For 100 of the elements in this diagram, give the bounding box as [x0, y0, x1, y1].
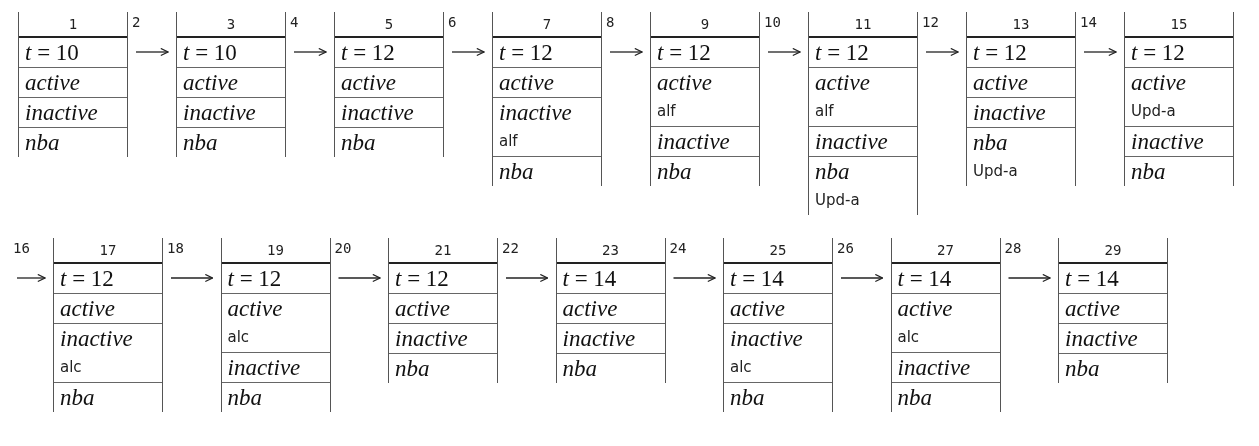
queue-name: active — [815, 69, 871, 97]
edge-label: 22 — [502, 240, 519, 256]
step-number: 21 — [433, 241, 453, 260]
queue-name: inactive — [730, 325, 804, 353]
arrow — [609, 47, 643, 57]
step-number: 13 — [1011, 15, 1031, 34]
arrow — [767, 47, 801, 57]
arrow — [451, 47, 485, 57]
queue-name: nba — [815, 158, 851, 186]
queue-name: active — [1131, 69, 1187, 97]
event-name: alc — [60, 357, 83, 378]
arrow — [672, 273, 716, 283]
queue-name: active — [60, 295, 116, 323]
step-number: 9 — [699, 15, 711, 34]
arrow — [840, 273, 884, 283]
state-column — [220, 238, 331, 412]
queue-name: active — [341, 69, 397, 97]
queue-name: active — [183, 69, 239, 97]
queue-name: active — [897, 295, 954, 323]
queue-name: inactive — [395, 325, 469, 353]
arrow — [337, 273, 381, 283]
edge-label: 10 — [764, 14, 781, 30]
edge-label: 12 — [922, 14, 939, 30]
state-column — [388, 238, 498, 383]
time-value: t = 14 — [1065, 265, 1120, 293]
event-name: alc — [730, 357, 753, 378]
queue-name: active — [25, 69, 81, 97]
queue-name: active — [1065, 295, 1121, 323]
step-number: 17 — [98, 241, 118, 260]
state-column — [53, 238, 163, 412]
state-column — [650, 12, 760, 186]
state-column — [1124, 12, 1234, 186]
event-name: alf — [815, 101, 835, 122]
event-name: alc — [897, 327, 921, 348]
time-value: t = 12 — [395, 265, 450, 293]
queue-name: inactive — [562, 325, 637, 353]
queue-name: nba — [227, 384, 263, 412]
state-column — [555, 238, 666, 383]
arrow — [1083, 47, 1117, 57]
step-number: 15 — [1169, 15, 1189, 34]
edge-label: 16 — [13, 240, 30, 256]
state-column — [1058, 238, 1168, 383]
queue-name: nba — [730, 384, 766, 412]
arrow — [170, 273, 214, 283]
step-number: 1 — [67, 15, 79, 34]
edge-label: 28 — [1004, 240, 1022, 256]
step-number: 7 — [541, 15, 553, 34]
queue-name: nba — [562, 355, 598, 383]
edge-label: 26 — [837, 240, 854, 256]
queue-name: nba — [60, 384, 96, 412]
queue-name: inactive — [815, 128, 889, 156]
step-number: 5 — [383, 15, 395, 34]
event-name: Upd-a — [1131, 101, 1177, 122]
queue-name: inactive — [897, 354, 972, 382]
step-number: 23 — [601, 241, 620, 260]
event-name: Upd-a — [815, 190, 861, 211]
queue-name: active — [730, 295, 786, 323]
queue-name: inactive — [341, 99, 415, 127]
queue-name: nba — [395, 355, 431, 383]
time-value: t = 12 — [499, 39, 554, 67]
queue-name: nba — [341, 129, 377, 157]
arrow — [293, 47, 327, 57]
queue-name: inactive — [1065, 325, 1139, 353]
arrow — [505, 273, 549, 283]
queue-name: nba — [499, 158, 535, 186]
state-column — [334, 12, 444, 157]
arrow — [925, 47, 959, 57]
arrow — [1007, 273, 1051, 283]
time-value: t = 12 — [815, 39, 870, 67]
queue-name: nba — [973, 129, 1009, 157]
edge-label: 2 — [132, 14, 141, 30]
queue-name: nba — [657, 158, 693, 186]
queue-name: active — [562, 295, 619, 323]
time-value: t = 12 — [341, 39, 396, 67]
time-value: t = 12 — [657, 39, 712, 67]
time-value: t = 12 — [973, 39, 1028, 67]
queue-name: active — [657, 69, 713, 97]
queue-name: inactive — [657, 128, 731, 156]
edge-label: 4 — [290, 14, 299, 30]
queue-name: active — [973, 69, 1029, 97]
state-column — [966, 12, 1076, 186]
edge-label: 18 — [167, 240, 184, 256]
event-name: Upd-a — [973, 161, 1019, 182]
step-number: 25 — [768, 241, 788, 260]
arrow — [135, 47, 169, 57]
queue-name: inactive — [1131, 128, 1205, 156]
state-column — [890, 238, 1001, 412]
queue-name: nba — [897, 384, 933, 412]
edge-label: 24 — [669, 240, 687, 256]
step-number: 29 — [1103, 241, 1123, 260]
time-value: t = 14 — [730, 265, 785, 293]
state-column — [723, 238, 833, 412]
state-column — [492, 12, 602, 186]
queue-name: nba — [25, 129, 61, 157]
edge-label: 8 — [606, 14, 615, 30]
time-value: t = 12 — [60, 265, 115, 293]
queue-name: nba — [183, 129, 219, 157]
queue-name: nba — [1065, 355, 1101, 383]
time-value: t = 12 — [1131, 39, 1186, 67]
queue-name: inactive — [60, 325, 134, 353]
